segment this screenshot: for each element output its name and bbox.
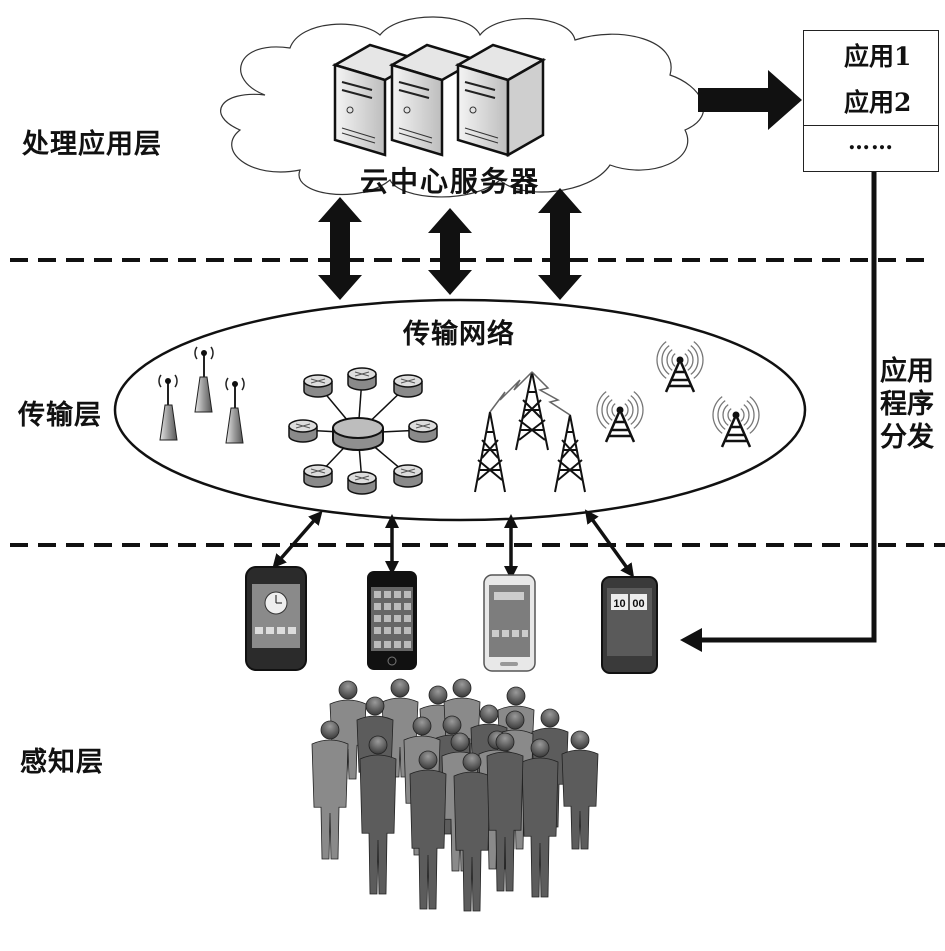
router-star-network	[288, 367, 438, 495]
cloud-servers	[331, 43, 547, 158]
bidirectional-arrow	[428, 208, 472, 295]
router-icon	[303, 464, 333, 488]
person-icon	[311, 720, 349, 860]
router-icon	[303, 374, 333, 398]
router-icon	[393, 374, 423, 398]
applications-divider	[804, 125, 938, 126]
router-icon	[347, 367, 377, 391]
bidirectional-arrow	[318, 197, 362, 300]
person-icon	[486, 732, 524, 892]
person-icon	[409, 750, 447, 910]
smartphones: 10 00	[245, 566, 658, 674]
svg-text:10: 10	[613, 598, 625, 610]
samsung-phone-icon	[483, 574, 536, 672]
bidirectional-arrow	[272, 510, 323, 569]
router-icon	[393, 464, 423, 488]
cell-towers-microwave	[474, 371, 586, 493]
svg-text:00: 00	[632, 598, 644, 610]
app-distribution-line	[700, 172, 877, 643]
router-icon	[408, 419, 438, 443]
transport-network-ellipse	[113, 298, 807, 522]
microwave-link-icon	[531, 371, 571, 416]
cloud-network-arrows	[318, 188, 582, 300]
iphone-icon	[367, 571, 417, 670]
person-icon	[561, 730, 599, 850]
access-point-icon	[194, 346, 214, 413]
radio-tower-icon	[656, 341, 704, 393]
server-icon	[388, 43, 481, 157]
layer-label-perception: 感知层	[20, 747, 104, 778]
wifi-access-points	[158, 346, 245, 444]
bidirectional-arrow	[538, 188, 582, 300]
applications-box: 应用1 应用2 ……	[803, 30, 939, 172]
person-icon	[359, 735, 397, 895]
router-icon	[288, 419, 318, 443]
radio-tower-icon	[596, 391, 644, 443]
radio-towers	[596, 341, 760, 448]
person-icon	[381, 678, 419, 778]
network-hub-icon	[332, 417, 384, 451]
router-icon	[347, 471, 377, 495]
layer-label-transport: 传输层	[18, 400, 102, 431]
access-point-icon	[225, 377, 245, 444]
access-point-icon	[158, 374, 178, 441]
person-icon	[521, 738, 559, 898]
applications-more: ……	[848, 129, 894, 155]
bidirectional-arrow	[584, 509, 635, 578]
application-item: 应用2	[844, 88, 912, 117]
arrow-to-applications	[698, 70, 802, 130]
network-device-arrows	[272, 509, 635, 580]
microwave-link-icon	[489, 371, 533, 413]
server-icon	[454, 43, 547, 158]
radio-tower-icon	[712, 396, 760, 448]
application-item: 应用1	[844, 42, 912, 71]
app-distribution-label: 应用程序分发	[880, 356, 934, 453]
app-distribution-arrowhead	[680, 628, 702, 652]
cloud-server-label: 云中心服务器	[360, 165, 541, 198]
crowd-of-people	[311, 678, 599, 912]
transport-network-label: 传输网络	[403, 319, 515, 350]
htc-phone-icon: 10 00	[601, 576, 658, 674]
person-icon	[453, 752, 491, 912]
android-phone-icon	[245, 566, 307, 671]
layer-label-processing: 处理应用层	[22, 129, 162, 160]
